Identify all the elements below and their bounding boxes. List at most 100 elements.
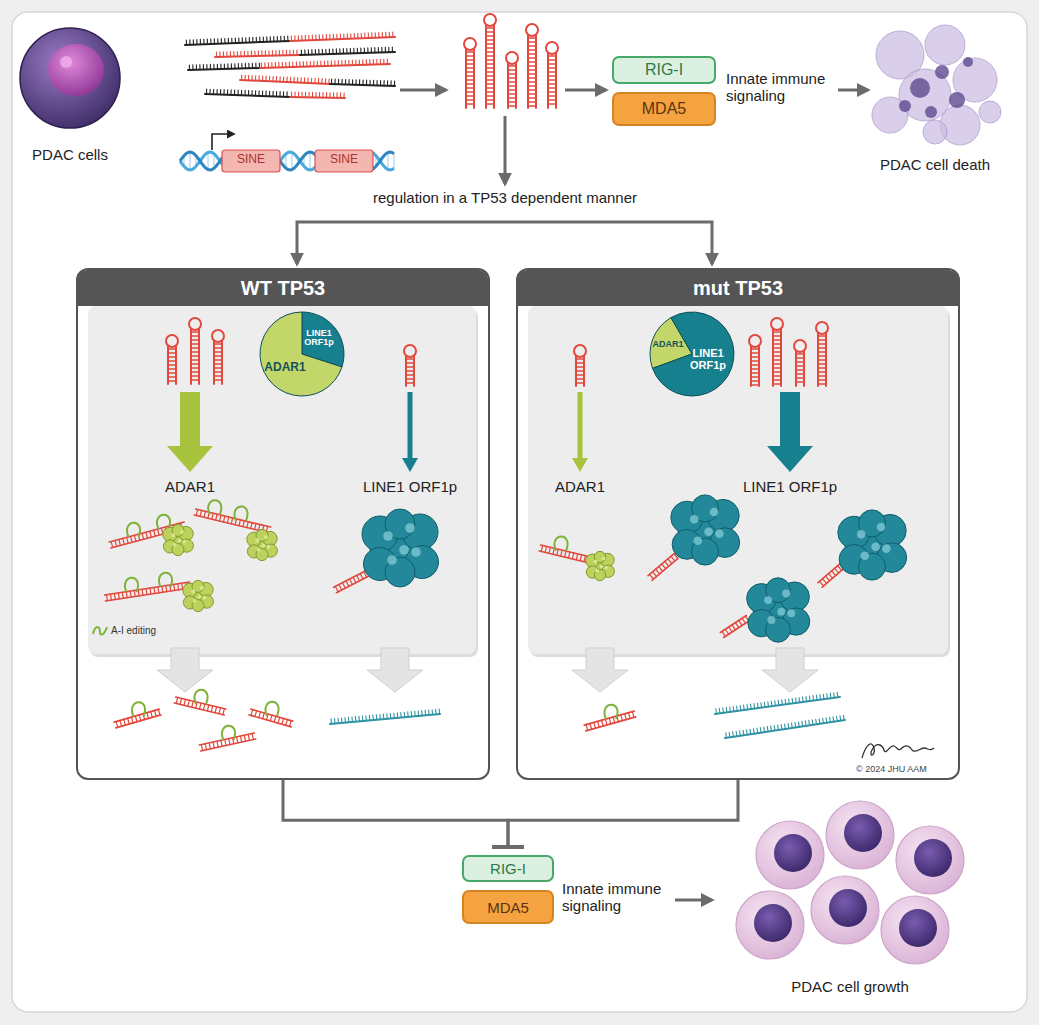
- protein-illustration: [720, 615, 746, 632]
- panel-hairpins: [168, 372, 176, 373]
- panel-hairpins: [406, 366, 414, 367]
- text-label: SINE: [316, 153, 372, 167]
- dna-helix: [189, 152, 190, 170]
- outcome-illustration: [330, 714, 440, 724]
- rna-strands: [315, 35, 316, 40]
- rna-strands: [209, 89, 210, 94]
- dsrna-hairpins: [548, 79, 556, 80]
- panel-hairpins: [773, 363, 781, 364]
- rna-strands: [269, 91, 270, 96]
- outcome-illustration: [355, 717, 357, 722]
- outcome-illustration: [609, 718, 611, 724]
- dsrna-hairpins: [528, 45, 536, 46]
- panel-hairpins: [576, 374, 584, 375]
- outcome-illustration: [767, 702, 769, 707]
- outcome-illustration: [729, 732, 731, 737]
- rna-strands: [275, 63, 276, 68]
- rna-strands: [270, 37, 271, 42]
- outcome-illustration: [819, 719, 821, 724]
- rna-strands: [322, 49, 323, 54]
- panel-hairpins: [818, 359, 826, 360]
- dsrna-hairpins: [466, 95, 474, 96]
- rna-strands: [231, 38, 232, 43]
- rna-strands: [217, 64, 218, 69]
- outcome-illustration: [826, 718, 828, 723]
- rna-strands: [304, 78, 305, 83]
- panel-hairpins: [576, 378, 584, 379]
- rna-strands: [353, 48, 354, 53]
- outcome-illustration: [418, 711, 420, 716]
- protein-illustration: [541, 545, 591, 557]
- dsrna-hairpins: [486, 71, 494, 72]
- text-label: PDAC cells: [10, 146, 130, 163]
- panel-hairpins: [773, 335, 781, 336]
- panel-hairpins: [773, 331, 781, 332]
- rna-strands: [362, 80, 363, 85]
- rna-strands: [251, 51, 252, 56]
- rna-strands: [355, 80, 356, 85]
- dsrna-hairpins: [466, 63, 474, 64]
- outcome-illustration: [259, 712, 261, 718]
- panel-hairpins: [796, 361, 804, 362]
- protein-illustration: [553, 548, 554, 554]
- dsrna-hairpins: [508, 101, 516, 102]
- protein-illustration: [192, 580, 204, 592]
- rna-strands: [311, 50, 312, 55]
- outcome-illustration: [598, 721, 600, 727]
- dsrna-hairpins: [528, 73, 536, 74]
- outcome-illustration: [379, 714, 381, 719]
- outcome-illustration: [155, 710, 157, 716]
- text-label: Innate immune signaling: [726, 70, 834, 105]
- rna-strands: [317, 61, 318, 66]
- protein-illustration: [704, 527, 713, 536]
- protein-illustration: [145, 589, 147, 595]
- outcome-illustration: [746, 705, 748, 710]
- panel-hairpins: [191, 371, 199, 372]
- rna-strands: [380, 81, 381, 86]
- dsrna-hairpins: [528, 57, 536, 58]
- protein-illustration: [545, 546, 546, 552]
- outcome-illustration: [386, 714, 388, 719]
- promoter-arrow: [212, 134, 234, 150]
- outcome-illustration: [625, 714, 627, 720]
- dsrna-hairpins: [528, 37, 536, 38]
- protein-illustration: [212, 513, 213, 519]
- rna-strands: [231, 64, 232, 69]
- protein-illustration: [693, 536, 702, 545]
- protein-illustration: [576, 554, 577, 560]
- rna-strands: [294, 92, 295, 97]
- panel-hairpins: [818, 335, 826, 336]
- inhibition-connector: [508, 780, 738, 847]
- protein-illustration: [764, 596, 772, 604]
- rna-strands: [389, 32, 390, 37]
- rna-strands: [251, 91, 252, 96]
- panel-hairpins: [773, 351, 781, 352]
- sine-box: [222, 150, 280, 172]
- protein-illustration: [653, 572, 657, 577]
- rna-strands: [345, 60, 346, 65]
- outcome-illustration: [572, 648, 628, 692]
- outcome-illustration: [393, 713, 395, 718]
- rna-strands: [354, 34, 355, 39]
- outcome-illustration: [184, 699, 185, 705]
- panel-hairpins: [406, 378, 414, 379]
- dying-cell: [899, 100, 911, 112]
- outcome-illustration: [205, 744, 206, 750]
- protein-illustration: [161, 586, 163, 592]
- dna-helix: [207, 152, 208, 169]
- protein-illustration: [115, 541, 117, 547]
- dying-cell: [872, 25, 1001, 145]
- rna-strands: [226, 52, 227, 57]
- panel-hairpins: [191, 375, 199, 376]
- outcome-illustration: [252, 734, 253, 740]
- outcome-illustration: [809, 696, 811, 701]
- rna-strands: [285, 62, 286, 67]
- legend-item: A-I editing: [92, 624, 156, 636]
- rna-strands: [320, 61, 321, 66]
- dsrna-hairpins: [486, 43, 494, 44]
- rna-strands: [313, 61, 314, 66]
- receptor-name: MDA5: [487, 899, 529, 916]
- dsrna-hairpins: [508, 77, 516, 78]
- outcome-illustration: [219, 708, 220, 714]
